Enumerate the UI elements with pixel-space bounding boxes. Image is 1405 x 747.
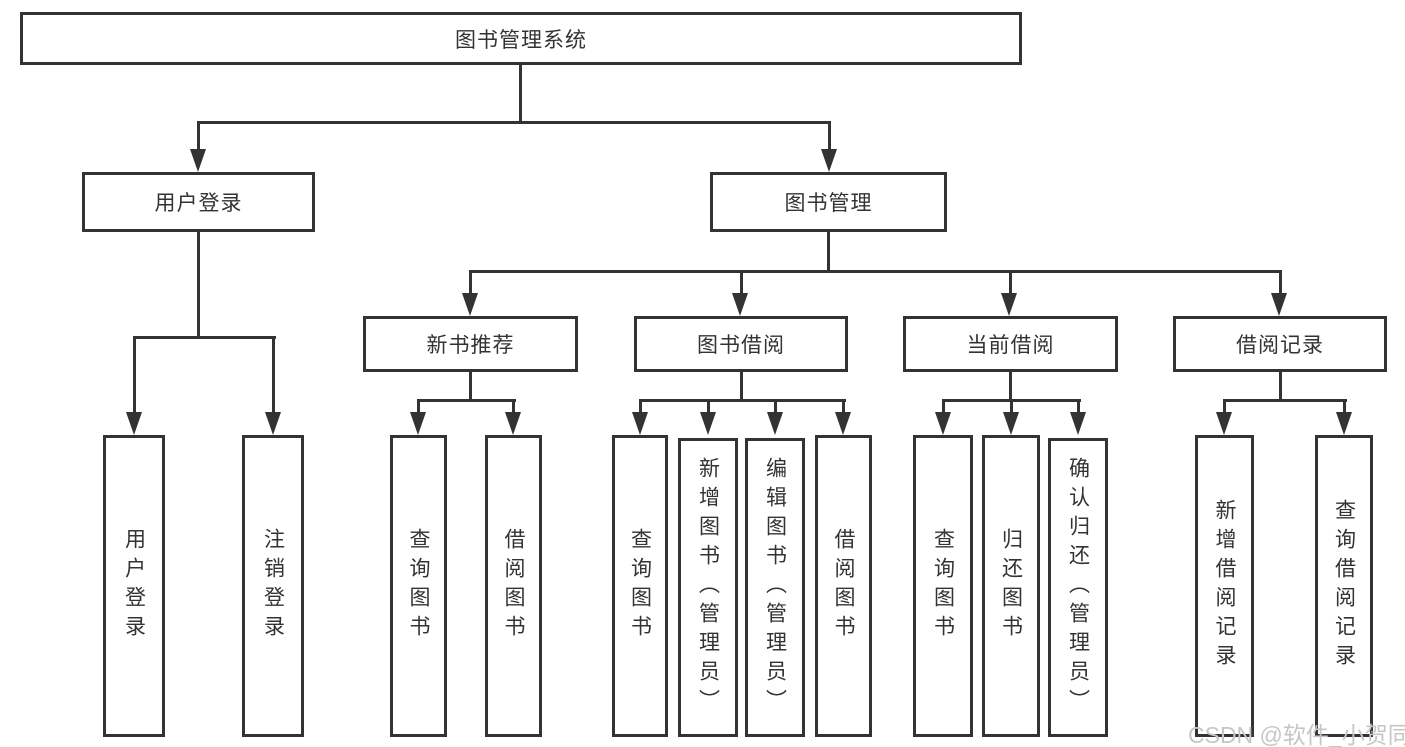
node-book-management: 图书管理	[710, 172, 947, 232]
leaf-bb-add-books-admin: 新增图书（管理员）	[678, 438, 738, 737]
leaf-nb-borrow-books-label: 借阅图书	[502, 528, 525, 644]
leaf-bb-query-books-label: 查询图书	[628, 528, 652, 644]
connector-line	[827, 232, 830, 273]
connector-line	[1279, 372, 1282, 402]
leaf-nb-borrow-books: 借阅图书	[485, 435, 542, 737]
node-user-login: 用户登录	[82, 172, 315, 232]
node-current-borrow-label: 当前借阅	[966, 334, 1055, 357]
arrow-down-icon	[1003, 412, 1019, 435]
leaf-logout-label: 注销登录	[261, 528, 285, 644]
node-current-borrow: 当前借阅	[903, 316, 1118, 372]
node-new-book-recommend-label: 新书推荐	[426, 334, 515, 357]
connector-line	[272, 336, 275, 415]
connector-line	[1077, 399, 1080, 415]
watermark: CSDN @软件_小贺同学	[1188, 722, 1405, 747]
leaf-bb-add-books-admin-label: 新增图书（管理员）	[696, 457, 720, 718]
connector-line	[740, 372, 743, 402]
arrow-down-icon	[935, 412, 951, 435]
leaf-bb-borrow-books-label: 借阅图书	[832, 528, 855, 644]
connector-line	[842, 399, 845, 415]
connector-line	[469, 372, 472, 402]
arrow-down-icon	[410, 412, 426, 435]
arrow-down-icon	[700, 412, 716, 435]
connector-line	[774, 399, 777, 415]
leaf-br-add-record-label: 新增借阅记录	[1213, 499, 1236, 673]
node-new-book-recommend: 新书推荐	[363, 316, 578, 372]
connector-line	[942, 399, 945, 415]
connector-line	[1223, 399, 1347, 402]
connector-line	[707, 399, 710, 415]
connector-line	[740, 270, 743, 296]
leaf-cb-return-books: 归还图书	[982, 435, 1040, 737]
leaf-cb-confirm-return-admin: 确认归还（管理员）	[1048, 438, 1108, 737]
node-borrow-records-label: 借阅记录	[1236, 334, 1324, 357]
arrow-down-icon	[265, 412, 281, 435]
connector-line	[197, 121, 200, 153]
arrow-down-icon	[767, 412, 783, 435]
leaf-bb-edit-books-admin: 编辑图书（管理员）	[745, 438, 805, 737]
connector-line	[1343, 399, 1346, 415]
arrow-down-icon	[821, 149, 837, 172]
arrow-down-icon	[1070, 412, 1086, 435]
node-book-management-label: 图书管理	[784, 192, 873, 215]
connector-line	[512, 399, 515, 415]
leaf-cb-query-books-label: 查询图书	[931, 528, 955, 644]
leaf-br-add-record: 新增借阅记录	[1195, 435, 1254, 737]
arrow-down-icon	[1001, 293, 1017, 316]
connector-line	[197, 232, 200, 339]
arrow-down-icon	[1271, 293, 1287, 316]
node-root: 图书管理系统	[20, 12, 1022, 65]
arrow-down-icon	[1216, 412, 1232, 435]
connector-line	[417, 399, 516, 402]
leaf-nb-query-books-label: 查询图书	[407, 528, 430, 644]
node-borrow-records: 借阅记录	[1173, 316, 1387, 372]
connector-line	[519, 65, 522, 124]
leaf-user-login: 用户登录	[103, 435, 165, 737]
connector-line	[639, 399, 846, 402]
connector-line	[133, 336, 276, 339]
connector-line	[469, 270, 1282, 273]
connector-line	[197, 121, 831, 124]
node-book-borrow: 图书借阅	[634, 316, 848, 372]
leaf-bb-edit-books-admin-label: 编辑图书（管理员）	[763, 457, 787, 718]
node-book-borrow-label: 图书借阅	[697, 334, 785, 357]
leaf-nb-query-books: 查询图书	[390, 435, 447, 737]
node-user-login-label: 用户登录	[154, 192, 243, 215]
arrow-down-icon	[632, 412, 648, 435]
arrow-down-icon	[835, 412, 851, 435]
leaf-bb-query-books: 查询图书	[612, 435, 668, 737]
leaf-cb-return-books-label: 归还图书	[999, 528, 1023, 644]
node-root-label: 图书管理系统	[455, 28, 587, 52]
leaf-logout: 注销登录	[242, 435, 304, 737]
arrow-down-icon	[1336, 412, 1352, 435]
connector-line	[1009, 270, 1012, 296]
connector-line	[1010, 399, 1013, 415]
leaf-cb-confirm-return-admin-label: 确认归还（管理员）	[1066, 457, 1090, 718]
leaf-br-query-record-label: 查询借阅记录	[1332, 499, 1356, 673]
leaf-user-login-label: 用户登录	[122, 528, 146, 644]
connector-line	[1279, 270, 1282, 296]
leaf-bb-borrow-books: 借阅图书	[815, 435, 872, 737]
arrow-down-icon	[505, 412, 521, 435]
connector-line	[133, 336, 136, 415]
connector-line	[639, 399, 642, 415]
connector-line	[1009, 372, 1012, 402]
connector-line	[1223, 399, 1226, 415]
arrow-down-icon	[732, 293, 748, 316]
leaf-cb-query-books: 查询图书	[913, 435, 973, 737]
leaf-br-query-record: 查询借阅记录	[1315, 435, 1373, 737]
arrow-down-icon	[126, 412, 142, 435]
connector-line	[828, 121, 831, 153]
arrow-down-icon	[190, 149, 206, 172]
connector-line	[469, 270, 472, 296]
connector-line	[417, 399, 420, 415]
arrow-down-icon	[462, 293, 478, 316]
